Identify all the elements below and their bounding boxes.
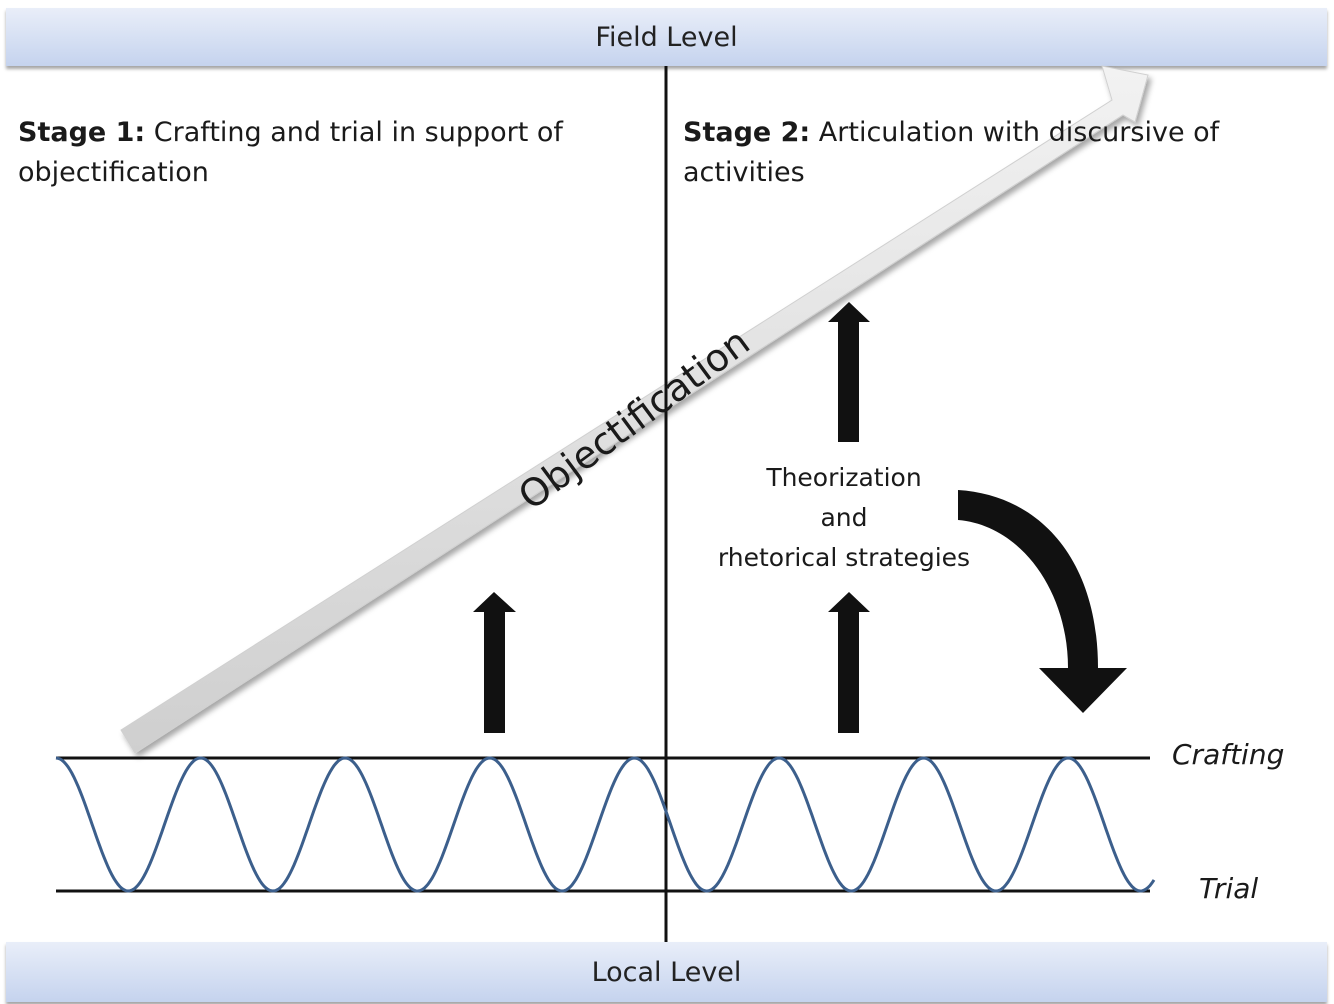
- stage-2-description: Stage 2: Articulation with discursive of…: [683, 113, 1283, 193]
- up-arrow-icon: [828, 302, 870, 442]
- diagonal-arrow-icon: [120, 65, 1149, 754]
- local-level-band: Local Level: [6, 942, 1327, 1002]
- stage-1-text: Crafting and trial in support of objecti…: [18, 117, 563, 188]
- objectification-arrow: [120, 65, 1149, 754]
- field-level-band: Field Level: [6, 8, 1327, 66]
- trial-label: Trial: [1199, 872, 1259, 905]
- stage-2-text: Articulation with discursive of activiti…: [683, 117, 1220, 188]
- up-arrow-icon: [473, 592, 516, 733]
- curved-down-arrow-icon: [958, 490, 1127, 713]
- theorization-line-2: and: [820, 503, 868, 532]
- up-arrow-icon: [828, 592, 870, 733]
- theorization-line-3: rhetorical strategies: [717, 543, 971, 572]
- stage-2-heading: Stage 2:: [683, 117, 811, 148]
- theorization-line-1: Theorization: [766, 463, 922, 492]
- local-level-label: Local Level: [591, 956, 742, 988]
- field-level-label: Field Level: [595, 21, 738, 53]
- crafting-label: Crafting: [1172, 738, 1285, 771]
- theorization-block: Theorization and rhetorical strategies: [694, 458, 994, 578]
- stage-1-description: Stage 1: Crafting and trial in support o…: [18, 113, 618, 193]
- stage-1-heading: Stage 1:: [18, 117, 146, 148]
- crafting-trial-wave: [55, 756, 1156, 893]
